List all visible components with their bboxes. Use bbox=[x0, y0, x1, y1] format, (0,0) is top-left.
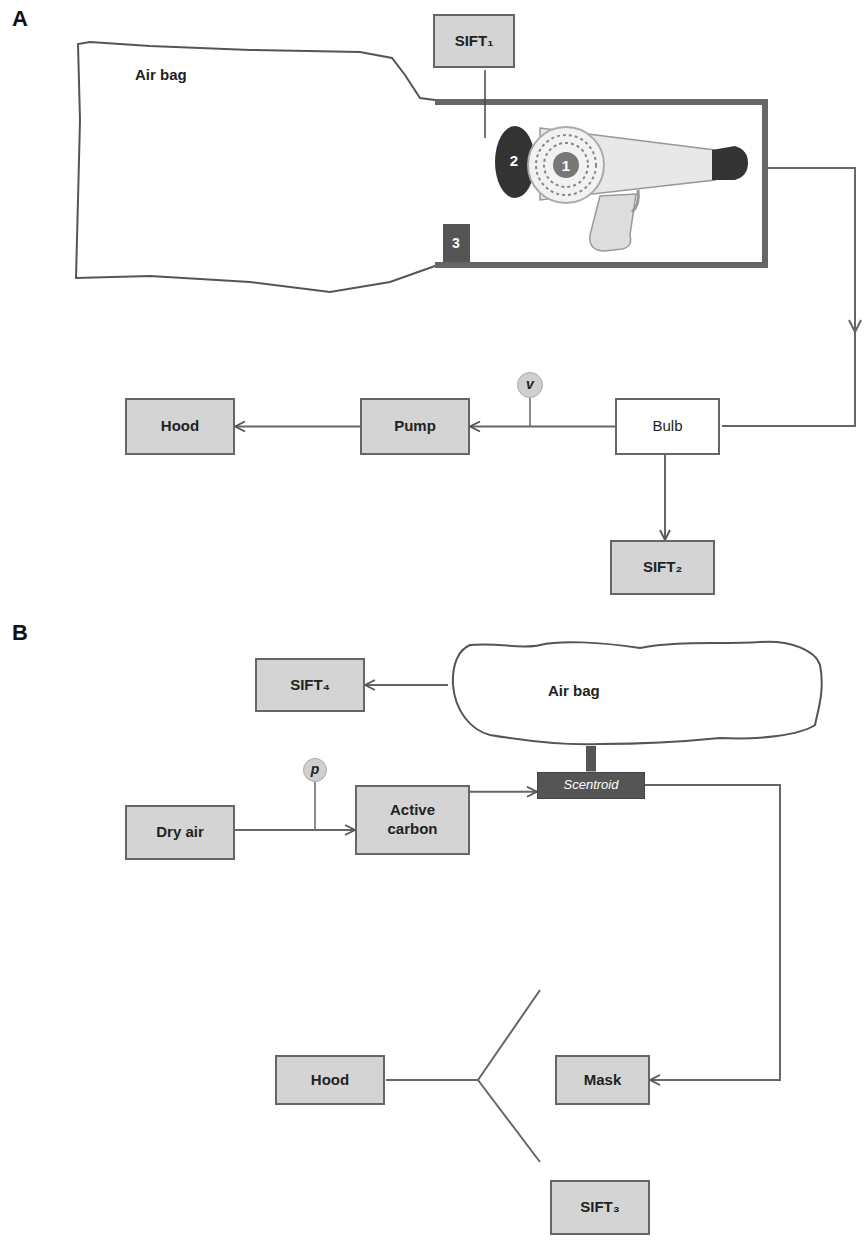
hood-box: Hood bbox=[125, 398, 235, 455]
flow-connector bbox=[470, 426, 615, 428]
bulb-box: Bulb bbox=[615, 398, 720, 455]
node-label: Dry air bbox=[156, 823, 204, 842]
outline bbox=[70, 38, 440, 296]
node-label: Bulb bbox=[652, 417, 682, 436]
filter-box: Active carbon bbox=[355, 785, 470, 855]
instrument-box: SIFT₃ bbox=[550, 1180, 650, 1235]
supply-box: Dry air bbox=[125, 805, 235, 860]
air-bag: Air bag bbox=[448, 636, 828, 746]
sensor-block bbox=[443, 224, 470, 262]
instrument-box: SIFT₄ bbox=[255, 658, 365, 712]
air-bag: Air bag bbox=[70, 38, 440, 296]
node-label: Active carbon bbox=[365, 801, 460, 839]
flow-arrow bbox=[849, 320, 861, 332]
node-label: Air bag bbox=[135, 66, 187, 85]
node-label: SIFT₄ bbox=[290, 676, 330, 695]
device-illustration bbox=[495, 126, 748, 251]
pump-box: Pump bbox=[360, 398, 470, 455]
callout-number: 1 bbox=[562, 158, 570, 173]
node-label: Hood bbox=[161, 417, 199, 436]
callout-number: 3 bbox=[452, 236, 460, 250]
mask-box: Mask bbox=[555, 1055, 650, 1105]
gauge-stem bbox=[314, 782, 316, 830]
flow-connector bbox=[645, 785, 780, 1080]
instrument-box: SIFT₂ bbox=[610, 540, 715, 595]
panel-letter: B bbox=[12, 622, 28, 644]
hood-box: Hood bbox=[275, 1055, 385, 1105]
gauge-stem bbox=[529, 398, 531, 426]
panel-letter: A bbox=[12, 8, 28, 30]
node-label: Pump bbox=[394, 417, 436, 436]
flow-connector bbox=[470, 791, 537, 793]
node-label: Hood bbox=[311, 1071, 349, 1090]
instrument-box: SIFT₁ bbox=[433, 14, 515, 68]
node-label: v bbox=[526, 376, 534, 394]
node-label: SIFT₃ bbox=[580, 1198, 619, 1217]
gauge-circle: p bbox=[303, 758, 327, 782]
flow-connector bbox=[664, 455, 666, 540]
flow-connector bbox=[586, 746, 596, 772]
gauge-circle: v bbox=[517, 372, 543, 398]
node-label: SIFT₁ bbox=[455, 32, 494, 51]
hood-funnel bbox=[386, 990, 540, 1162]
callout-number: 2 bbox=[510, 153, 518, 168]
flow-connector bbox=[235, 829, 355, 831]
flow-connector bbox=[365, 684, 448, 686]
sampling-line bbox=[484, 70, 486, 138]
node-label: p bbox=[311, 761, 320, 779]
olfactometer-bar: Scentroid bbox=[537, 772, 645, 799]
node-label: SIFT₂ bbox=[643, 558, 682, 577]
flow-connector bbox=[235, 426, 360, 428]
sample-tube bbox=[722, 168, 855, 426]
node-label: Air bag bbox=[548, 682, 600, 701]
node-label: Scentroid bbox=[564, 777, 619, 793]
outline bbox=[448, 636, 828, 746]
node-label: Mask bbox=[584, 1071, 622, 1090]
